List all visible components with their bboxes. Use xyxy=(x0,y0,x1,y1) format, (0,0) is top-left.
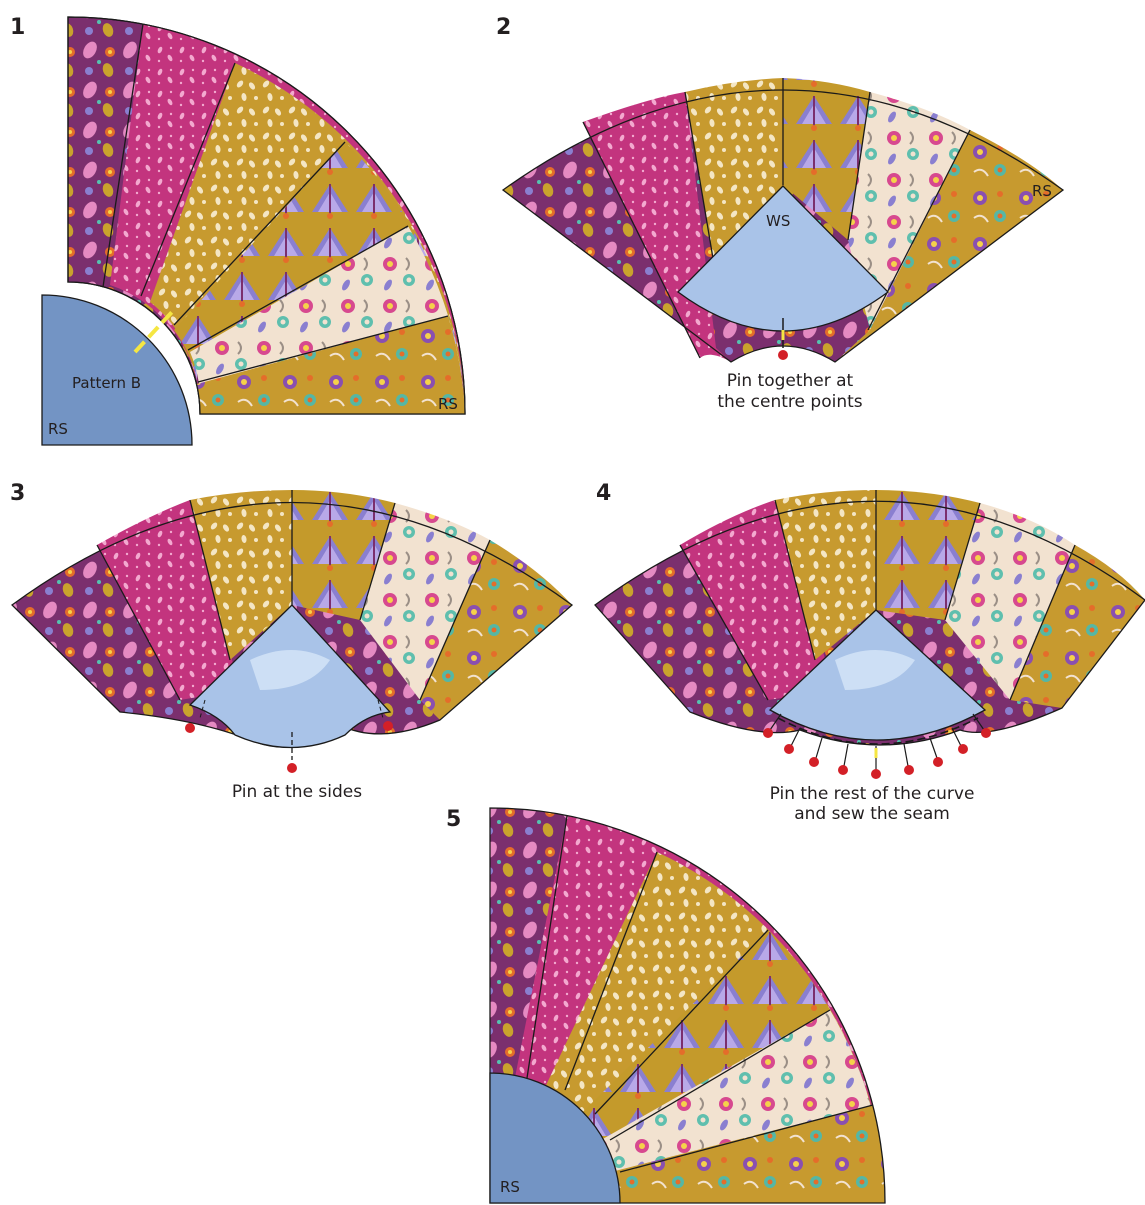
template-pinned xyxy=(768,609,987,745)
pins-curve xyxy=(763,713,991,779)
pin-left-side xyxy=(185,723,195,733)
step-3-caption: Pin at the sides xyxy=(232,782,362,802)
pin-right-side xyxy=(383,721,393,731)
step-1-number: 1 xyxy=(10,15,25,40)
template-curled xyxy=(188,604,392,749)
pattern-b-label: Pattern B xyxy=(72,374,141,392)
template-pattern-b: Pattern B RS xyxy=(41,294,193,446)
centre-quarter-circle: RS xyxy=(489,1072,621,1204)
step-4: 4 xyxy=(594,481,1145,824)
template-rs-label-5: RS xyxy=(500,1178,520,1196)
step-1: 1 Pattern B RS RS xyxy=(10,15,466,446)
template-rs-label: RS xyxy=(48,420,68,438)
step-5: 5 RS xyxy=(446,807,886,1204)
pin-centre xyxy=(287,763,297,773)
template-ws-label: WS xyxy=(766,212,790,230)
step-2-caption-line2: the centre points xyxy=(717,392,862,412)
pin-head xyxy=(778,350,788,360)
fan-rs-label: RS xyxy=(438,395,458,413)
step-3-number: 3 xyxy=(10,481,25,506)
fan-rs-label-2: RS xyxy=(1032,182,1052,200)
step-4-caption-line2: and sew the seam xyxy=(794,804,950,824)
step-4-caption-line1: Pin the rest of the curve xyxy=(770,784,975,804)
step-3: 3 Pin at the sides xyxy=(10,481,574,802)
step-2-caption-line1: Pin together at xyxy=(727,371,854,391)
step-4-number: 4 xyxy=(596,481,611,506)
step-2-number: 2 xyxy=(496,15,511,40)
step-5-number: 5 xyxy=(446,807,461,832)
centre-marker xyxy=(133,310,174,354)
step-2: 2 WS RS Pin together at the centre point… xyxy=(496,15,1065,412)
